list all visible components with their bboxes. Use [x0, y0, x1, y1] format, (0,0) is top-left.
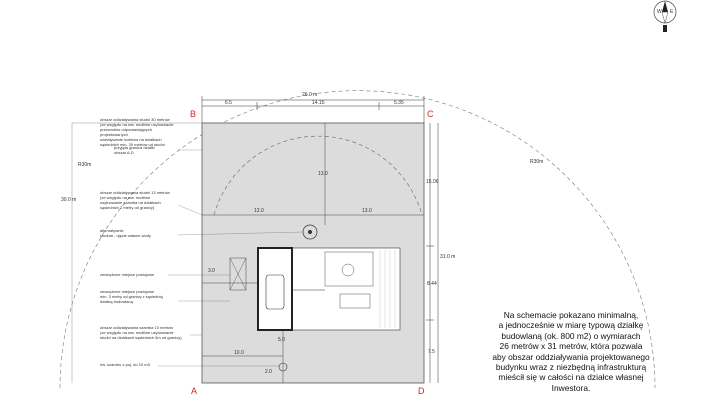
dim-right-total: 31.0 m — [440, 254, 456, 260]
dim-inner-vertical: 13.0 — [318, 171, 328, 177]
corner-b: B — [190, 109, 197, 119]
description-line: a jednocześnie w miarę typową działkę — [498, 320, 644, 331]
radius-30m-arc — [59, 90, 656, 389]
radius-label-left: R30m — [78, 162, 92, 168]
radius-label-right: R30m — [530, 159, 544, 165]
compass-rose — [653, 0, 677, 32]
dim-right-lower: 7.5 — [428, 349, 435, 355]
dim-garage-offset: 3.0 — [208, 268, 215, 274]
dim-inner-left: 13.0 — [254, 208, 264, 214]
corner-a: A — [191, 386, 198, 396]
annotation-well: alternatywnie studnia - ujęcie własne wo… — [100, 228, 151, 238]
house-footprint — [257, 247, 401, 331]
dim-septic-small: 2.0 — [265, 369, 272, 375]
description-line: mieścił się w całości na działce własnej — [498, 372, 644, 383]
dim-left-arc: 30.0 m — [61, 197, 77, 203]
well-zone-arc — [213, 135, 423, 216]
annotation-parking-inner: zewnętrzne miejsce postojowe min. 3 metr… — [100, 289, 163, 304]
car-symbol — [265, 274, 285, 310]
description-block: Na schemacie pokazano minimalną, a jedno… — [476, 310, 666, 393]
dim-inner-right: 13.0 — [362, 208, 372, 214]
description-line: budynku wraz z niezbędną infrastrukturą — [495, 362, 647, 373]
parking-spot — [229, 257, 247, 291]
dim-top-total: 26.0 m — [302, 92, 318, 98]
description-line: Na schemacie pokazano minimalną, — [503, 310, 639, 320]
description-line: aby obszar oddziaływania projektowanego — [492, 351, 650, 362]
description-line: 26 metrów x 31 metrów, która pozwala — [499, 341, 643, 352]
annotation-septic-tank: ew. szambo o poj. do 10 m3 — [100, 362, 150, 367]
corner-d: D — [418, 386, 425, 396]
annotation-parking-outer: zewnętrzne miejsce postojowe — [100, 272, 155, 277]
dim-top-middle: 14.15 — [312, 100, 325, 106]
description-line: budowlaną (ok. 800 m2) o wymiarach — [501, 330, 641, 341]
compass-east: E — [670, 9, 674, 15]
dim-right-upper: 15.06 — [426, 179, 439, 185]
dim-right-middle: 8.44 — [427, 281, 437, 287]
description-line: Inwestora. — [551, 382, 591, 393]
compass-west: W — [657, 9, 662, 15]
dim-bottom-offset: 10.0 — [234, 350, 244, 356]
dim-septic-depth: 5.0 — [278, 337, 285, 343]
dim-top-left: 6.5 — [225, 100, 232, 106]
annotation-zone-30m: obszar oddziaływania studni 30 metrów (z… — [100, 117, 174, 147]
annotation-zone-13m: obszar oddziaływania studni 13 metrów (z… — [100, 190, 170, 210]
annotation-border-line: przyjęta granica działki obszar A-D — [114, 145, 155, 155]
annotation-zone-septic: obszar oddziaływania szamba 10 metrów (z… — [100, 325, 182, 340]
dim-top-right: 5.35 — [394, 100, 404, 106]
corner-c: C — [427, 109, 434, 119]
